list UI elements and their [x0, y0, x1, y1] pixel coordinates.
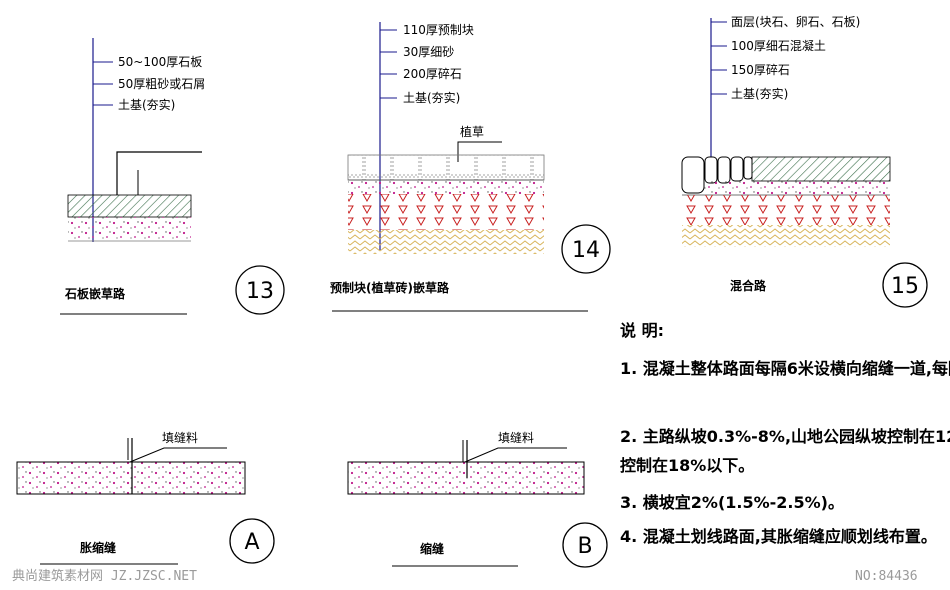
watermark-number: NO:84436: [855, 569, 918, 584]
soil-layer: [68, 217, 191, 241]
note-line: 4. 混凝土划线路面,其胀缩缝应顺划线布置。: [620, 527, 937, 546]
detail-number: 13: [246, 279, 274, 304]
layer-label: 土基(夯实): [118, 97, 175, 112]
detail-title: 缩缝: [420, 541, 444, 556]
fine-concrete-layer: [704, 181, 890, 195]
detail-title: 混合路: [730, 278, 767, 293]
detail-14: 110厚预制块 30厚细砂 200厚碎石 土基(夯实) 植草 预制块(植草砖)嵌…: [330, 22, 611, 312]
callout-label: 填缝料: [498, 430, 534, 445]
callout-label: 植草: [460, 124, 484, 139]
note-line: 1. 混凝土整体路面每隔6米设横向缩缝一道,每隔30: [620, 359, 950, 378]
detail-number-circle: [235, 265, 285, 315]
layer-label: 30厚细砂: [403, 45, 454, 59]
detail-letter: A: [244, 530, 259, 555]
detail-letter: B: [577, 534, 592, 559]
concrete-slab: [347, 461, 585, 495]
detail-15: 面层(块石、卵石、石板) 100厚细石混凝土 150厚碎石 土基(夯实) 混合路…: [681, 15, 928, 308]
detail-number: 14: [572, 238, 600, 263]
layer-label: 50厚粗砂或石屑: [118, 77, 205, 91]
detail-a: 填缝料 胀缩缝 A: [16, 430, 275, 565]
note-line: 2. 主路纵坡0.3%-8%,山地公园纵坡控制在12: [620, 427, 950, 446]
concrete-layer: [751, 156, 891, 182]
callout-label: 填缝料: [162, 430, 198, 445]
subgrade-layer: [348, 230, 544, 254]
crushed-stone-layer: [348, 194, 544, 230]
concrete-slab: [16, 461, 246, 495]
callout-leader: [464, 447, 567, 463]
detail-number-circle: [561, 224, 611, 274]
watermark-site: 典尚建筑素材网 JZ.JZSC.NET: [12, 568, 197, 584]
stone-slab-outline: [116, 151, 202, 195]
subgrade-layer: [682, 225, 890, 247]
notes-heading: 说 明:: [620, 321, 664, 340]
layer-label: 土基(夯实): [731, 86, 788, 101]
layer-label: 150厚碎石: [731, 62, 790, 77]
detail-13: 50~100厚石板 50厚粗砂或石屑 土基(夯实) 石板嵌草路 13: [60, 38, 285, 315]
detail-title: 预制块(植草砖)嵌草路: [330, 280, 450, 295]
detail-number-circle: [882, 262, 928, 308]
detail-b: 填缝料 缩缝 B: [347, 430, 608, 568]
fine-sand-layer: [348, 180, 544, 194]
note-line: 3. 横坡宜2%(1.5%-2.5%)。: [620, 493, 844, 512]
layer-label: 100厚细石混凝土: [731, 38, 826, 53]
detail-letter-circle: [562, 522, 608, 568]
detail-title: 石板嵌草路: [64, 286, 126, 301]
sand-layer: [67, 194, 192, 218]
precast-block-layer: [347, 154, 545, 181]
layer-label: 土基(夯实): [403, 90, 460, 105]
detail-title: 胀缩缝: [80, 540, 116, 555]
note-line: 控制在18%以下。: [620, 456, 754, 475]
detail-letter-circle: [229, 518, 275, 564]
layer-label: 面层(块石、卵石、石板): [731, 15, 860, 29]
design-notes: 说 明: 1. 混凝土整体路面每隔6米设横向缩缝一道,每隔30 2. 主路纵坡0…: [620, 321, 950, 546]
layer-label: 50~100厚石板: [118, 55, 202, 69]
detail-number: 15: [891, 274, 919, 299]
layer-label: 110厚预制块: [403, 23, 474, 37]
crushed-stone-layer: [682, 195, 890, 225]
layer-label: 200厚碎石: [403, 66, 462, 81]
callout-leader: [129, 447, 227, 463]
